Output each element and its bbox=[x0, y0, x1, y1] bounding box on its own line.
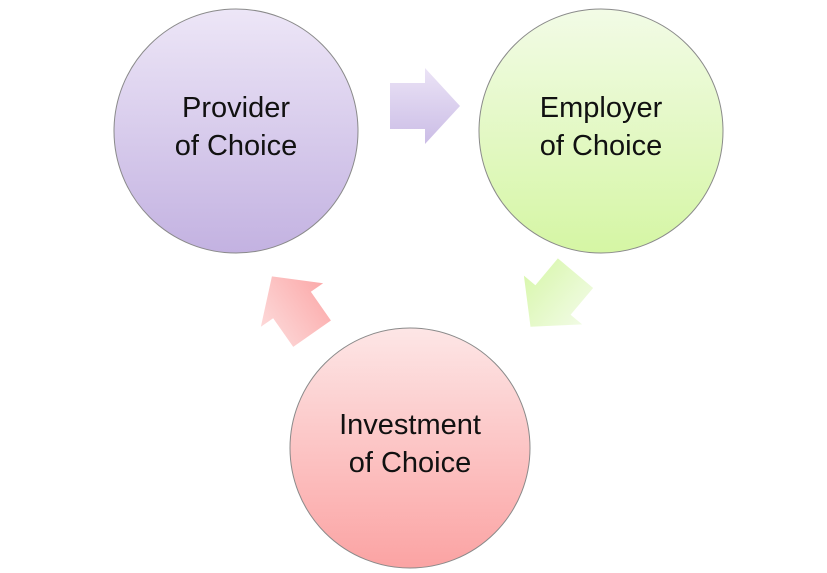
node-label-line2: of Choice bbox=[175, 130, 298, 162]
arrow-investment-to-provider bbox=[260, 276, 331, 347]
node-label-line1: Employer bbox=[540, 92, 663, 124]
node-label-line1: Investment bbox=[339, 409, 481, 441]
node-employer-of-choice: Employer of Choice bbox=[478, 8, 724, 254]
arrow-provider-to-employer bbox=[390, 68, 460, 144]
node-provider-of-choice: Provider of Choice bbox=[113, 8, 359, 254]
node-investment-of-choice: Investment of Choice bbox=[289, 327, 531, 569]
node-label-line1: Provider bbox=[182, 92, 290, 124]
arrow-employer-to-investment bbox=[523, 258, 594, 327]
node-label-line2: of Choice bbox=[540, 130, 663, 162]
node-label-line2: of Choice bbox=[349, 447, 472, 479]
